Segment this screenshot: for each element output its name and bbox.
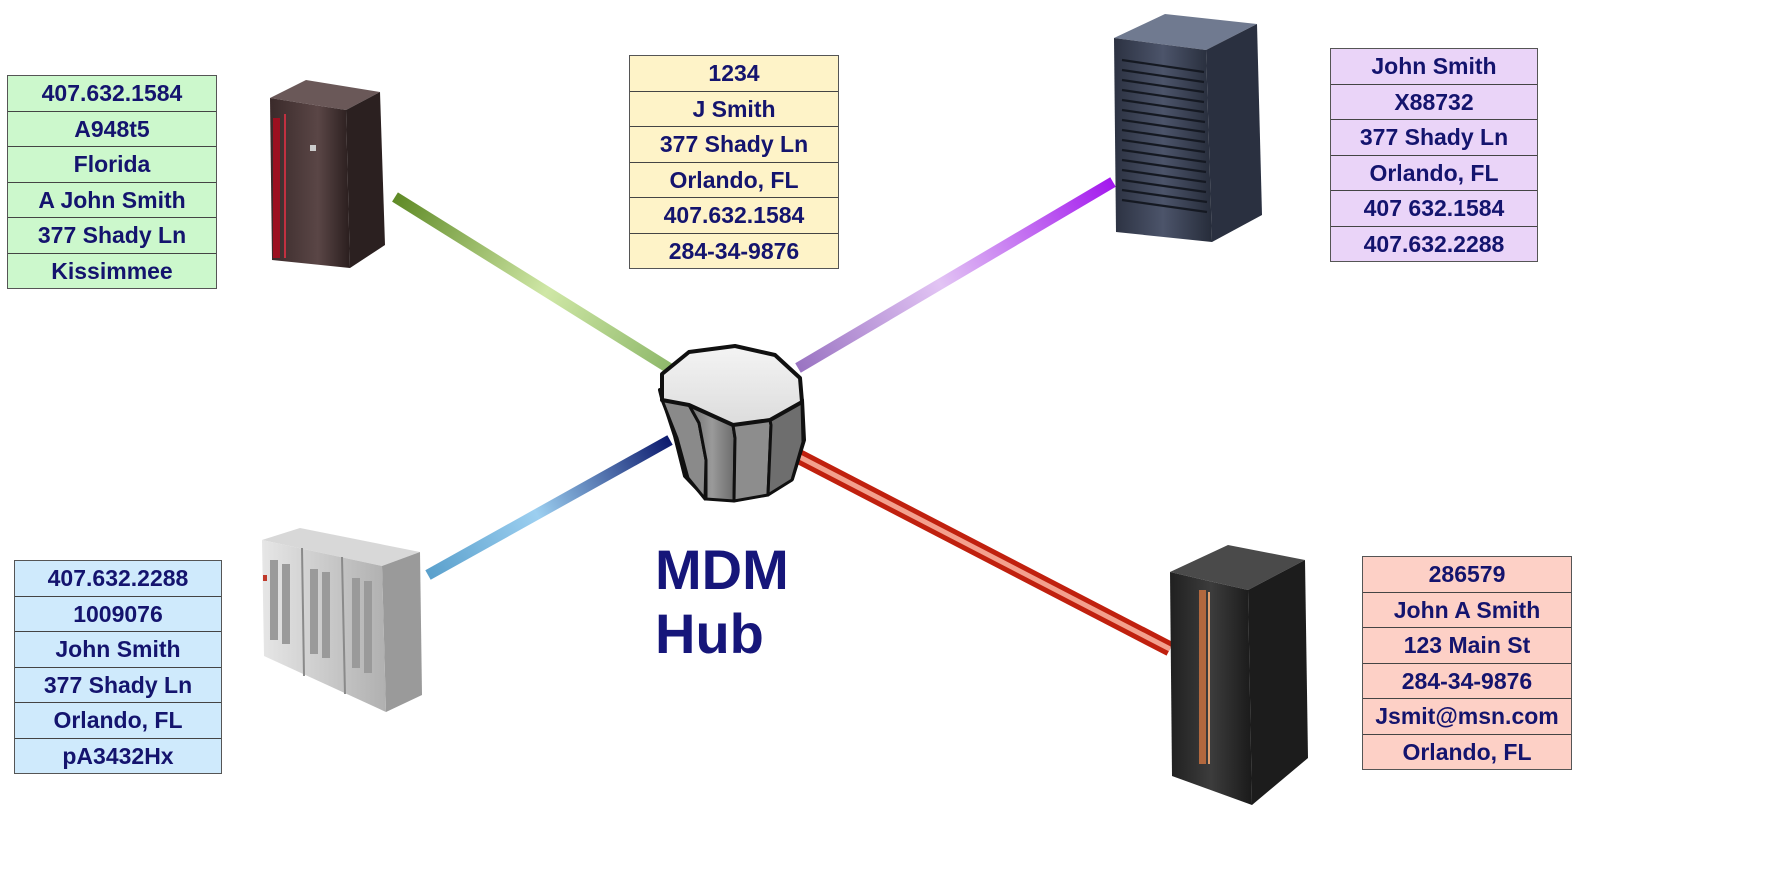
record-field: X88732: [1331, 85, 1537, 120]
record-field: 407.632.2288: [15, 561, 221, 597]
record-field: Florida: [8, 147, 216, 183]
record-field: A John Smith: [8, 183, 216, 218]
record-field: 377 Shady Ln: [8, 218, 216, 254]
record-field: 407 632.1584: [1331, 191, 1537, 227]
record-purple: John Smith X88732 377 Shady Ln Orlando, …: [1330, 48, 1538, 262]
record-field: 1009076: [15, 597, 221, 632]
dark-tower-server-icon: [1170, 545, 1308, 805]
record-field: 123 Main St: [1363, 628, 1571, 664]
record-field: 286579: [1363, 557, 1571, 593]
connector-purple: [795, 177, 1116, 373]
connector-green: [392, 192, 675, 375]
record-field: 377 Shady Ln: [630, 127, 838, 163]
connector-blue: [425, 435, 673, 580]
tower-server-dark-red-icon: [270, 80, 385, 268]
record-field: 407.632.2288: [1363, 230, 1505, 257]
record-field: John A Smith: [1363, 593, 1571, 628]
hub-label-line2: Hub: [655, 602, 764, 665]
record-field: 284-34-9876: [668, 237, 800, 264]
record-field: John Smith: [1331, 49, 1537, 85]
record-field: John Smith: [15, 632, 221, 668]
record-field: A948t5: [8, 112, 216, 147]
connector-red: [788, 446, 1174, 656]
record-field: pA3432Hx: [62, 742, 174, 769]
record-field: Orlando, FL: [1402, 738, 1532, 765]
record-field: 407.632.1584: [8, 76, 216, 112]
record-blue: 407.632.2288 1009076 John Smith 377 Shad…: [14, 560, 222, 774]
record-field: Orlando, FL: [15, 703, 221, 739]
record-field: 377 Shady Ln: [15, 668, 221, 703]
record-field: Orlando, FL: [1331, 156, 1537, 191]
record-field: Jsmit@msn.com: [1363, 699, 1571, 735]
record-field: Orlando, FL: [630, 163, 838, 198]
record-yellow: 1234 J Smith 377 Shady Ln Orlando, FL 40…: [629, 55, 839, 269]
octagonal-database-cylinder-icon: [658, 344, 806, 503]
record-green: 407.632.1584 A948t5 Florida A John Smith…: [7, 75, 217, 289]
hub-label: MDM Hub: [655, 538, 789, 666]
record-field: J Smith: [630, 92, 838, 127]
record-field: Kissimmee: [51, 257, 173, 284]
blade-server-rack-icon: [1114, 14, 1262, 242]
record-field: 407.632.1584: [630, 198, 838, 234]
record-field: 377 Shady Ln: [1331, 120, 1537, 156]
multi-cabinet-mainframe-icon: [262, 528, 422, 712]
record-field: 1234: [630, 56, 838, 92]
record-red: 286579 John A Smith 123 Main St 284-34-9…: [1362, 556, 1572, 770]
record-field: 284-34-9876: [1363, 664, 1571, 699]
hub-label-line1: MDM: [655, 538, 789, 601]
